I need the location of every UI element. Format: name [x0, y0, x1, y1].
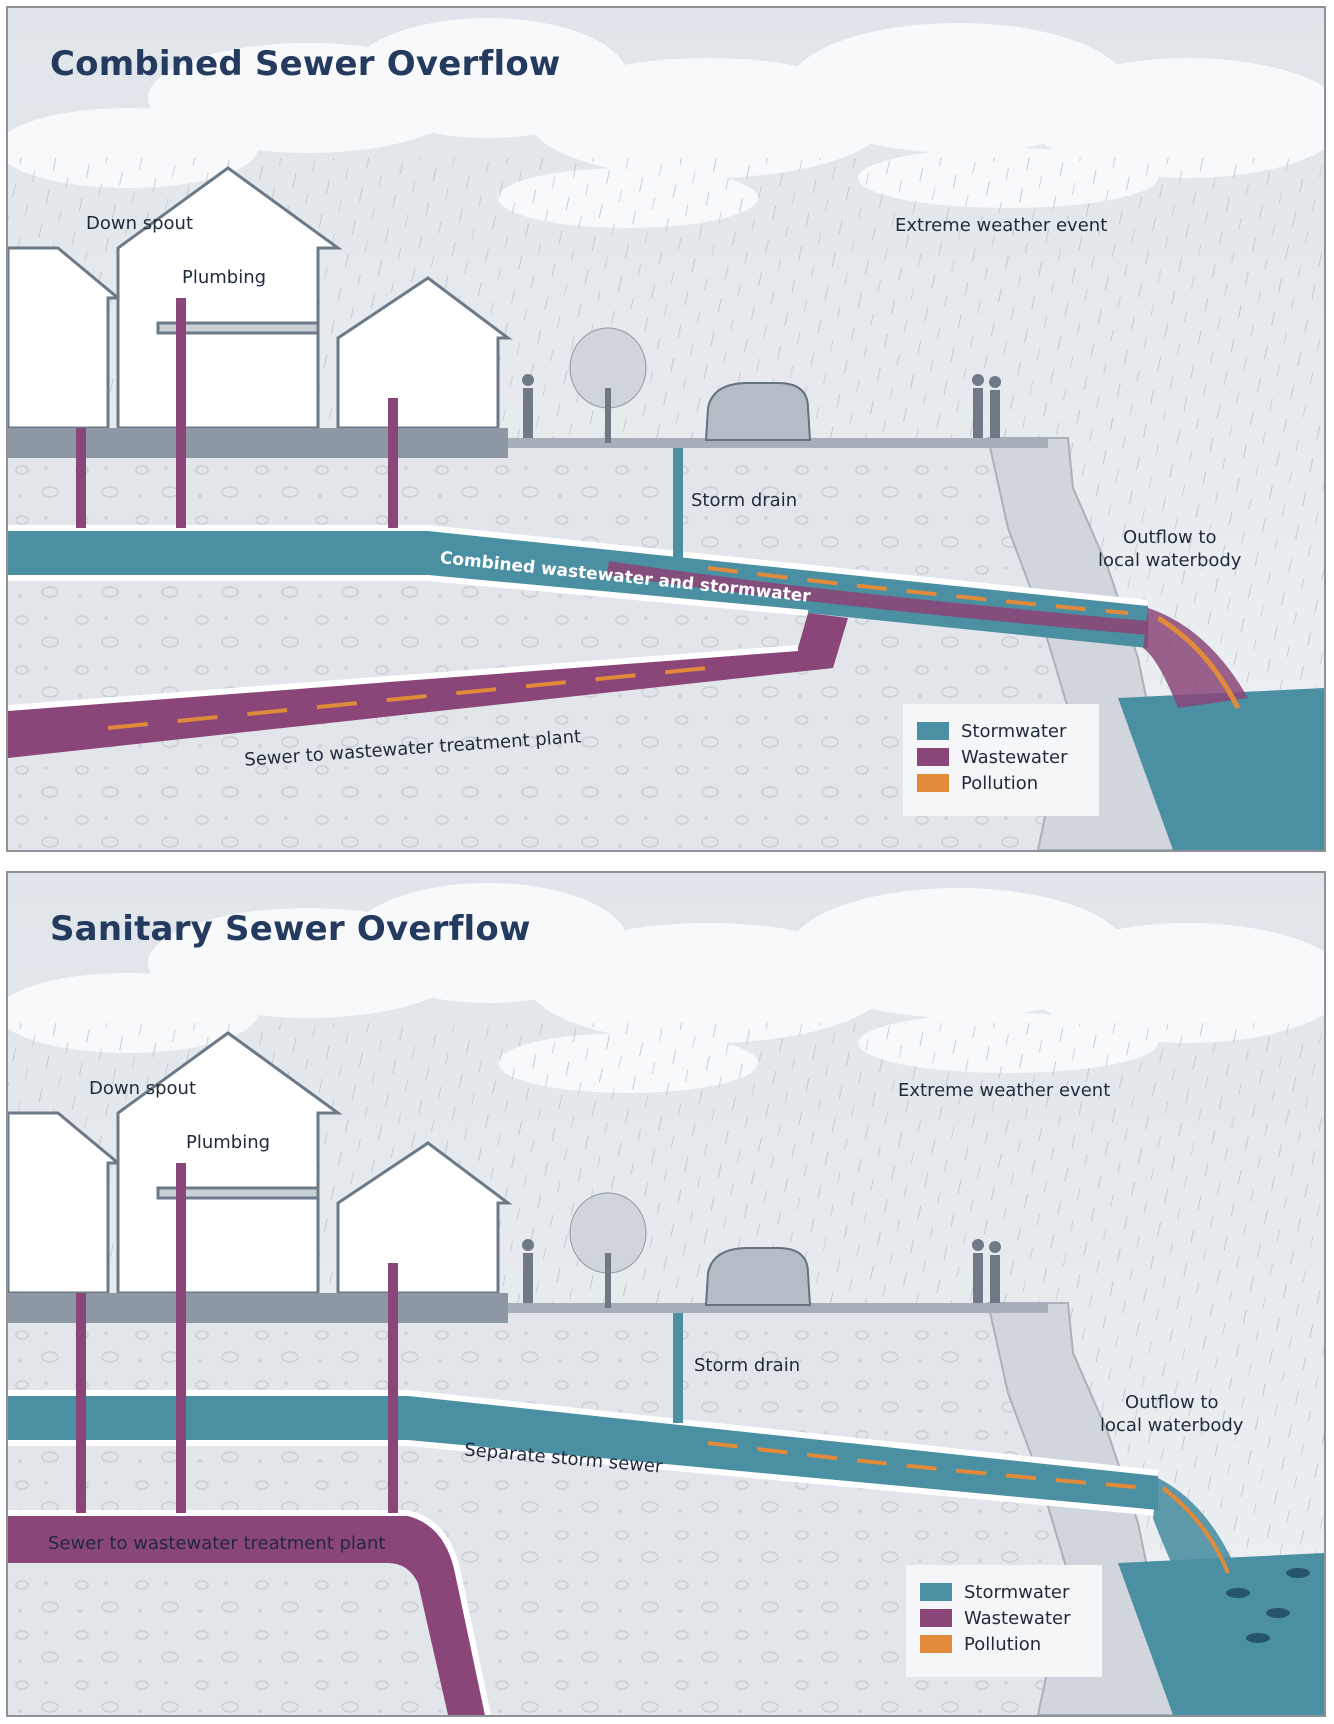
combined-pipe — [8, 528, 1148, 648]
label-sewer-plant: Sewer to wastewater treatment plant — [48, 1533, 386, 1554]
combined-sewer-illustration — [8, 8, 1324, 850]
houses — [8, 1031, 513, 1295]
people — [522, 374, 1001, 438]
foundation — [8, 428, 508, 458]
label-down-spout: Down spout — [86, 213, 194, 234]
pollution-streak — [707, 1441, 1149, 1490]
legend-label-wastewater: Wastewater — [964, 1607, 1071, 1629]
sanitary-sewer-illustration — [8, 873, 1324, 1715]
overflow-pollution — [1156, 615, 1241, 710]
wastewater-swatch — [920, 1609, 952, 1627]
tree — [569, 1192, 647, 1308]
tree — [569, 327, 647, 443]
storm-sewer — [8, 1393, 1158, 1513]
waterbody — [1118, 688, 1324, 850]
stormwater-swatch — [917, 722, 949, 740]
car — [704, 1247, 812, 1306]
pollution-swatch — [920, 1635, 952, 1653]
combined-sewer-panel: Combined Sewer Overflow Down spout Plumb… — [6, 6, 1326, 852]
label-extreme-weather: Extreme weather event — [898, 1080, 1111, 1101]
legend-item-wastewater: Wastewater — [920, 1605, 1102, 1631]
label-outflow: Outflow to local waterbody — [1100, 1391, 1243, 1437]
legend-label-stormwater: Stormwater — [964, 1581, 1070, 1603]
house-drains — [76, 1163, 683, 1513]
sanitary-sewer-wall — [8, 1510, 491, 1715]
houses — [8, 166, 513, 430]
label-plumbing: Plumbing — [182, 267, 267, 288]
pollution-streak-2 — [107, 666, 709, 730]
car — [704, 382, 812, 441]
label-outflow: Outflow to local waterbody — [1098, 526, 1241, 572]
legend-label-pollution: Pollution — [961, 772, 1039, 794]
rocky-bank — [986, 437, 1180, 850]
legend-item-stormwater: Stormwater — [920, 1579, 1102, 1605]
legend-label-stormwater: Stormwater — [961, 720, 1067, 742]
legend-item-pollution: Pollution — [920, 1631, 1102, 1657]
pipe-wall-top — [8, 525, 1149, 606]
legend-item-wastewater: Wastewater — [917, 744, 1099, 770]
house-drains — [76, 298, 683, 558]
storm-sewer-wall-top — [8, 1390, 1159, 1476]
people — [522, 1239, 1001, 1303]
legend-label-wastewater: Wastewater — [961, 746, 1068, 768]
pipe-wall-bottom — [8, 575, 809, 616]
treatment-sewer — [8, 613, 848, 758]
stormwater-swatch — [920, 1583, 952, 1601]
label-outflow-line2: local waterbody — [1098, 550, 1242, 571]
road — [508, 438, 1048, 448]
label-storm-drain: Storm drain — [691, 490, 798, 511]
waterbody — [1118, 1553, 1324, 1715]
label-outflow-line1: Outflow to — [1122, 527, 1217, 548]
panel-title: Sanitary Sewer Overflow — [50, 909, 531, 949]
wastewater-streak — [606, 561, 1149, 635]
panel-title: Combined Sewer Overflow — [50, 44, 561, 84]
sanitary-sewer-panel: Sanitary Sewer Overflow Down spout Plumb… — [6, 871, 1326, 1717]
wastewater-swatch — [917, 748, 949, 766]
pollution-swatch — [917, 774, 949, 792]
fish — [1226, 1568, 1310, 1643]
legend-item-stormwater: Stormwater — [917, 718, 1099, 744]
legend-label-pollution: Pollution — [964, 1633, 1042, 1655]
overflow-pollution — [1161, 1486, 1230, 1574]
label-storm-drain: Storm drain — [694, 1355, 801, 1376]
label-outflow-line2: local waterbody — [1100, 1415, 1244, 1436]
legend: Stormwater Wastewater Pollution — [903, 704, 1099, 816]
treatment-sewer-wall — [8, 645, 799, 711]
pollution-streak — [707, 566, 1129, 615]
foundation — [8, 1293, 508, 1323]
legend-item-pollution: Pollution — [917, 770, 1099, 796]
label-down-spout: Down spout — [89, 1078, 197, 1099]
label-outflow-line1: Outflow to — [1124, 1392, 1219, 1413]
storm-sewer-wall-bottom — [8, 1440, 1159, 1516]
road — [508, 1303, 1048, 1313]
label-plumbing: Plumbing — [186, 1132, 271, 1153]
label-extreme-weather: Extreme weather event — [895, 215, 1108, 236]
legend: Stormwater Wastewater Pollution — [906, 1565, 1102, 1677]
